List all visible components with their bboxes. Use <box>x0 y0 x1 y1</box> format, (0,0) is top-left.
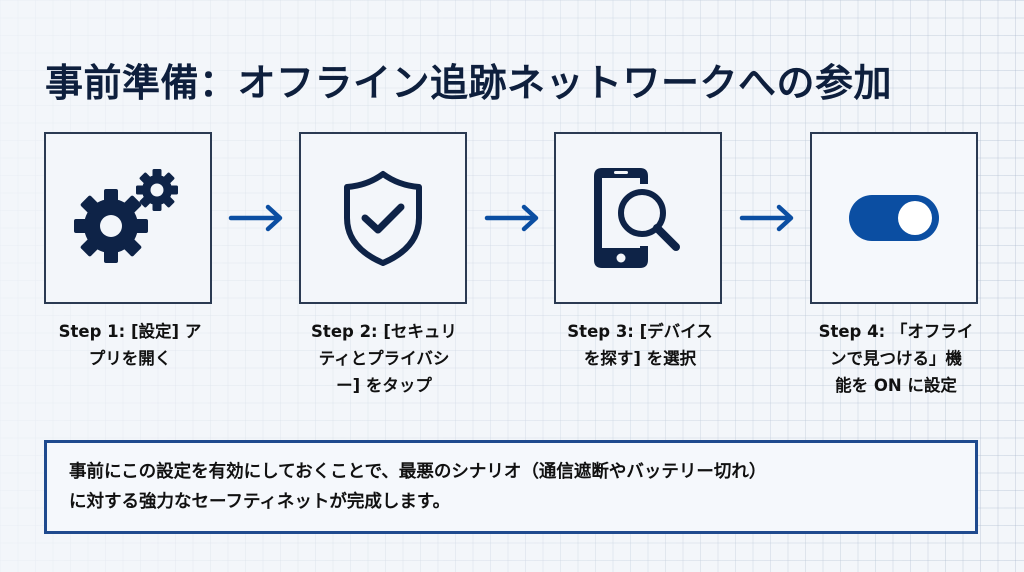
step-label-line: Step 1: [設定] ア <box>58 322 202 341</box>
step-label-line: を探す] を選択 <box>583 349 697 368</box>
step-label-line: プリを開く <box>88 349 172 368</box>
step-label-line: 能を ON に設定 <box>835 376 957 395</box>
step-3-card <box>554 132 722 304</box>
step-1-label: Step 1: [設定] ア プリを開く <box>40 318 220 372</box>
gears-icon <box>74 169 178 263</box>
step-label-line: ンで見つける」機 <box>830 349 962 368</box>
shield-check-icon <box>344 171 422 266</box>
step-label-line: ー] をタップ <box>336 376 432 395</box>
step-3-label: Step 3: [デバイス を探す] を選択 <box>552 318 728 372</box>
step-label-line: Step 3: [デバイス <box>567 322 713 341</box>
page-title: 事前準備：オフライン追跡ネットワークへの参加 <box>45 61 893 105</box>
summary-note: 事前にこの設定を有効にしておくことで、最悪のシナリオ（通信遮断やバッテリー切れ）… <box>44 440 978 534</box>
step-2-card <box>299 132 467 304</box>
step-label-line: Step 2: [セキュリ <box>311 322 457 341</box>
step-1-card <box>44 132 212 304</box>
note-line: 事前にこの設定を有効にしておくことで、最悪のシナリオ（通信遮断やバッテリー切れ） <box>69 462 767 482</box>
arrow-right-icon <box>484 204 539 232</box>
phone-search-icon <box>594 168 680 268</box>
step-4-label: Step 4: 「オフライ ンで見つける」機 能を ON に設定 <box>804 318 988 399</box>
arrow-right-icon <box>228 204 283 232</box>
arrow-right-icon <box>739 204 794 232</box>
step-4-card <box>810 132 978 304</box>
step-label-line: ティとプライバシ <box>318 349 450 368</box>
note-line: に対する強力なセーフティネットが完成します。 <box>69 492 451 512</box>
step-2-label: Step 2: [セキュリ ティとプライバシ ー] をタップ <box>296 318 472 399</box>
toggle-on-icon <box>849 195 939 241</box>
step-label-line: Step 4: 「オフライ <box>818 322 974 341</box>
